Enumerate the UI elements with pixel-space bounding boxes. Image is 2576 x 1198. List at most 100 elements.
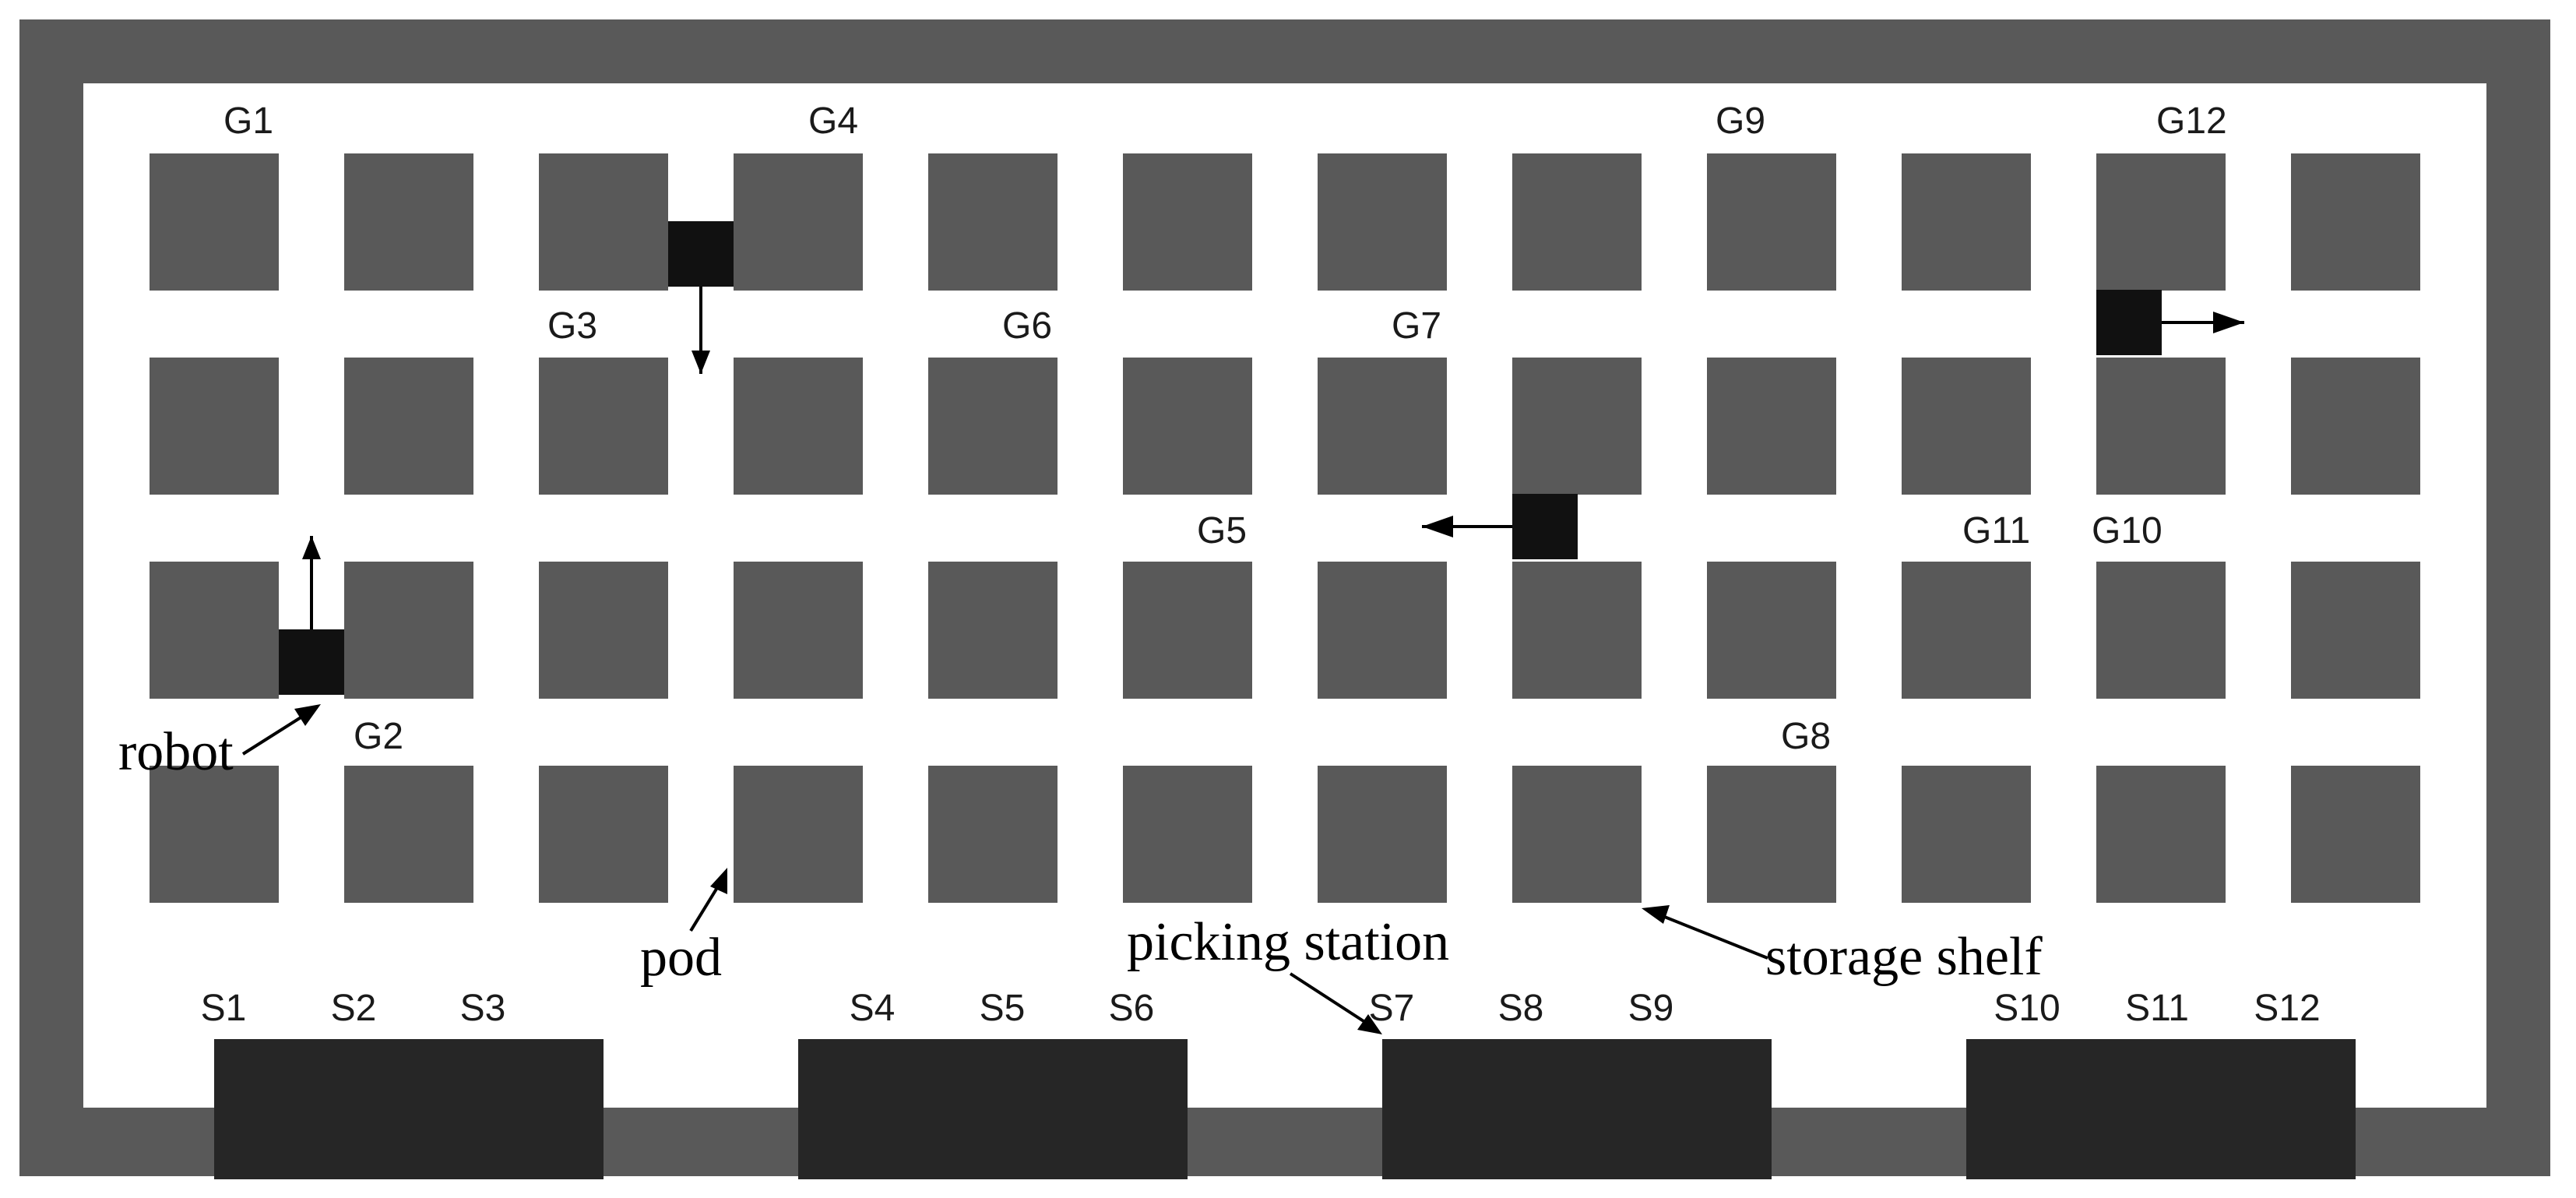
storage-shelf bbox=[1902, 153, 2031, 291]
goal-label: G6 bbox=[1002, 305, 1052, 347]
storage-shelf bbox=[1318, 766, 1447, 903]
storage-shelf-annotation-arrowhead bbox=[1642, 905, 1670, 924]
storage-shelf bbox=[2096, 766, 2226, 903]
goal-label: G10 bbox=[2092, 510, 2163, 551]
picking-station-annotation-arrowhead bbox=[1357, 1014, 1382, 1034]
picking-station bbox=[1382, 1039, 1772, 1179]
storage-shelf-annotation: storage shelf bbox=[1765, 927, 2043, 987]
station-label: S2 bbox=[331, 988, 377, 1029]
storage-shelf bbox=[1512, 562, 1642, 699]
picking-station bbox=[214, 1039, 604, 1179]
storage-shelf bbox=[1512, 766, 1642, 903]
storage-shelf bbox=[928, 358, 1057, 495]
robot-annotation: robot bbox=[118, 722, 234, 782]
storage-shelf bbox=[2291, 562, 2420, 699]
storage-shelf-grid bbox=[150, 153, 2420, 903]
storage-shelf bbox=[1318, 153, 1447, 291]
station-label: S3 bbox=[460, 988, 506, 1029]
goal-label: G12 bbox=[2156, 100, 2227, 142]
storage-shelf bbox=[1512, 358, 1642, 495]
storage-shelf bbox=[734, 153, 863, 291]
warehouse-wall-top-right bbox=[2486, 19, 2550, 83]
storage-shelf bbox=[1902, 766, 2031, 903]
warehouse-wall-top bbox=[19, 19, 2511, 83]
storage-shelf bbox=[1123, 766, 1252, 903]
picking-stations bbox=[214, 1039, 2356, 1179]
storage-shelf bbox=[344, 562, 473, 699]
picking-station-annotation-arrow bbox=[1289, 972, 1376, 1030]
robot-direction-arrowhead bbox=[692, 351, 710, 374]
storage-shelf bbox=[539, 766, 668, 903]
goal-label: G1 bbox=[223, 100, 273, 142]
storage-shelf bbox=[1902, 358, 2031, 495]
storage-shelf bbox=[2291, 358, 2420, 495]
storage-shelf bbox=[1707, 766, 1836, 903]
robot-direction-arrowhead bbox=[2213, 312, 2244, 333]
storage-shelf bbox=[344, 358, 473, 495]
station-label: S5 bbox=[980, 988, 1026, 1029]
storage-shelf bbox=[2096, 562, 2226, 699]
goal-label: G2 bbox=[354, 716, 403, 757]
storage-shelf bbox=[539, 562, 668, 699]
storage-shelf bbox=[1707, 153, 1836, 291]
goal-label: G8 bbox=[1781, 716, 1831, 757]
storage-shelf bbox=[539, 358, 668, 495]
storage-shelf bbox=[1707, 562, 1836, 699]
storage-shelf bbox=[2291, 766, 2420, 903]
storage-shelf bbox=[1123, 153, 1252, 291]
storage-shelf bbox=[734, 358, 863, 495]
goal-label: G11 bbox=[1962, 510, 2030, 551]
goal-label: G4 bbox=[808, 100, 858, 142]
picking-station bbox=[798, 1039, 1188, 1179]
storage-shelf bbox=[344, 766, 473, 903]
robot bbox=[2096, 290, 2162, 355]
robot bbox=[1512, 494, 1578, 559]
storage-shelf bbox=[1123, 358, 1252, 495]
storage-shelf bbox=[150, 562, 279, 699]
storage-shelf bbox=[1902, 562, 2031, 699]
warehouse-wall-right bbox=[2486, 19, 2550, 1176]
robot-direction-arrowhead bbox=[1422, 516, 1453, 537]
goal-label: G3 bbox=[547, 305, 597, 347]
pod-annotation: pod bbox=[640, 928, 722, 988]
robot bbox=[668, 221, 734, 287]
storage-shelf bbox=[734, 562, 863, 699]
picking-station-annotation: picking station bbox=[1127, 912, 1449, 972]
storage-shelf bbox=[2096, 153, 2226, 291]
storage-shelf bbox=[928, 766, 1057, 903]
station-label: S7 bbox=[1369, 988, 1415, 1029]
station-label: S8 bbox=[1498, 988, 1544, 1029]
storage-shelf bbox=[1123, 562, 1252, 699]
storage-shelf bbox=[1318, 562, 1447, 699]
storage-shelf bbox=[150, 358, 279, 495]
storage-shelf bbox=[928, 153, 1057, 291]
storage-shelf bbox=[150, 766, 279, 903]
storage-shelf bbox=[1707, 358, 1836, 495]
station-label: S12 bbox=[2254, 988, 2320, 1029]
station-label: S11 bbox=[2125, 988, 2189, 1029]
goal-label: G9 bbox=[1716, 100, 1765, 142]
goal-label: G7 bbox=[1392, 305, 1441, 347]
station-label: S9 bbox=[1628, 988, 1674, 1029]
goal-label: G5 bbox=[1197, 510, 1247, 551]
robot bbox=[279, 629, 344, 695]
storage-shelf bbox=[344, 153, 473, 291]
pod-annotation-arrowhead bbox=[710, 868, 727, 894]
robot-direction-arrowhead bbox=[302, 536, 321, 559]
station-label: S1 bbox=[201, 988, 247, 1029]
storage-shelf bbox=[734, 766, 863, 903]
storage-shelf bbox=[2096, 358, 2226, 495]
robot-annotation-arrowhead bbox=[294, 704, 321, 726]
storage-shelf bbox=[1512, 153, 1642, 291]
warehouse-wall-left bbox=[19, 19, 83, 1176]
station-label: S6 bbox=[1109, 988, 1155, 1029]
storage-shelf bbox=[2291, 153, 2420, 291]
station-label: S10 bbox=[1994, 988, 2060, 1029]
storage-shelf bbox=[539, 153, 668, 291]
storage-shelf bbox=[1318, 358, 1447, 495]
robots bbox=[279, 221, 2244, 695]
storage-shelf bbox=[928, 562, 1057, 699]
